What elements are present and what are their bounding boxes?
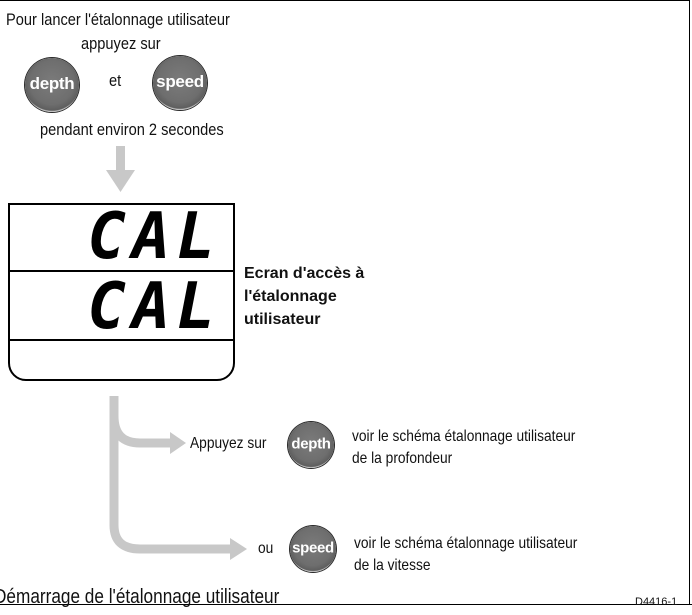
branch-arrow-2-path	[109, 416, 232, 554]
instruction-line-3: pendant environ 2 secondes	[40, 120, 224, 139]
option2-desc-line-2: de la vitesse	[354, 557, 431, 574]
lcd-display: CAL CAL	[8, 203, 235, 381]
screen-label-line-2: l'étalonnage	[244, 288, 337, 305]
screen-label-line-3: utilisateur	[244, 311, 321, 328]
depth-button-option: depth	[288, 422, 334, 468]
speed-button-top: speed	[153, 56, 207, 110]
option2-desc-line-1: voir le schéma étalonnage utilisateur	[354, 535, 578, 552]
instruction-line-2: appuyez sur	[81, 34, 161, 53]
screen-label-line-1: Ecran d'accès à	[244, 265, 365, 282]
lcd-divider-1	[10, 270, 233, 272]
and-label: et	[109, 71, 122, 90]
down-arrow-head	[106, 170, 135, 192]
lcd-row-1: CAL	[87, 200, 221, 274]
depth-button-top: depth	[25, 58, 79, 112]
speed-button-option: speed	[290, 526, 336, 572]
branch-arrow-1-head	[170, 432, 186, 454]
lcd-divider-2	[10, 339, 233, 341]
option1-prefix: Appuyez sur	[190, 435, 267, 452]
branch-arrow-2-head	[230, 538, 247, 560]
option1-desc-line-1: voir le schéma étalonnage utilisateur	[352, 428, 576, 445]
figure-caption: Démarrage de l'étalonnage utilisateur	[0, 586, 280, 608]
speed-button-option-label: speed	[292, 539, 334, 557]
figure-code: D4416-1	[635, 596, 678, 608]
instruction-line-1: Pour lancer l'étalonnage utilisateur	[6, 10, 230, 29]
depth-button-option-label: depth	[291, 435, 331, 453]
speed-button-label: speed	[156, 72, 204, 91]
option2-prefix: ou	[258, 540, 274, 557]
branch-arrow-1-path	[109, 396, 172, 448]
option1-desc-line-2: de la profondeur	[352, 450, 453, 467]
down-arrow-shaft	[116, 146, 125, 172]
frame-bottom-rule	[0, 604, 692, 605]
lcd-row-2: CAL	[87, 270, 221, 344]
depth-button-label: depth	[29, 74, 75, 93]
